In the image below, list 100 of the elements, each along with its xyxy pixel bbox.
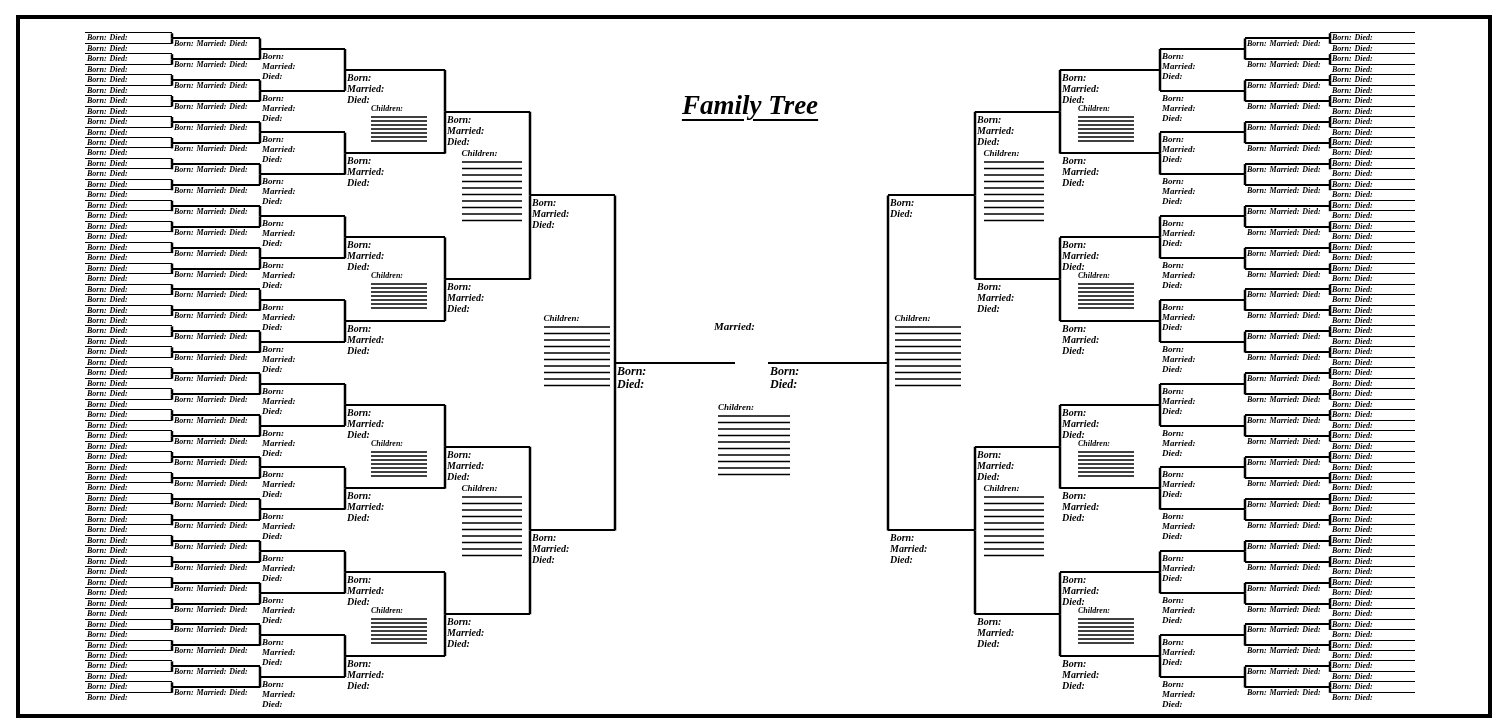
field-label: Born:: [1162, 636, 1185, 647]
bracket-line: [1243, 122, 1247, 133]
field-label: Died:: [109, 170, 128, 179]
field-label: Died:: [1354, 191, 1373, 200]
field-label: Born:: [1332, 191, 1352, 200]
field-label: Died:: [1302, 186, 1321, 195]
field-label: Died:: [229, 500, 248, 509]
bracket-line: [1243, 499, 1247, 510]
field-label: Married:: [1162, 521, 1197, 532]
field-label: Married:: [447, 627, 486, 638]
name-line: [1245, 518, 1330, 530]
field-label: Born:: [617, 364, 648, 378]
name-line: [1330, 325, 1415, 336]
bracket-line: [443, 404, 447, 447]
field-label: Died:: [109, 222, 128, 231]
field-label: Married:: [1269, 668, 1300, 677]
bracket-line: [258, 80, 262, 91]
bracket-line: [170, 263, 174, 269]
field-label: Married:: [1162, 311, 1197, 322]
bracket-line: [528, 195, 532, 280]
name-line: [85, 388, 172, 399]
field-label: Born:: [1247, 668, 1267, 677]
field-label: Born:: [1062, 239, 1088, 251]
name-line: [1245, 476, 1330, 488]
field-label: Born:: [174, 689, 194, 698]
name-line: [85, 492, 172, 503]
bracket-line: [1243, 80, 1247, 91]
name-line: [615, 361, 735, 391]
name-line: [1245, 623, 1330, 635]
field-label: Born:: [347, 574, 373, 586]
field-label: Born:: [1247, 228, 1267, 237]
field-label: Born:: [347, 406, 373, 418]
field-label: Died:: [1354, 515, 1373, 524]
field-label: Died:: [229, 626, 248, 635]
bracket-line: [170, 310, 174, 316]
bracket-line: [170, 577, 174, 583]
name-line: [1330, 503, 1415, 514]
field-label: Married:: [196, 521, 227, 530]
field-label: Died:: [1162, 70, 1184, 81]
field-label: Died:: [109, 672, 128, 681]
field-label: Born:: [532, 197, 558, 209]
field-label: Born:: [262, 134, 285, 145]
field-label: Born:: [87, 526, 107, 535]
bracket-line: [613, 363, 617, 531]
name-line: [85, 534, 172, 545]
name-line: [260, 257, 345, 291]
field-label: Died:: [229, 103, 248, 112]
field-label: Married:: [1162, 563, 1197, 574]
field-label: Died:: [229, 61, 248, 70]
children-label: Children:: [1078, 606, 1110, 617]
field-label: Died:: [229, 417, 248, 426]
field-label: Born:: [262, 50, 285, 61]
field-label: Born:: [87, 44, 107, 53]
bracket-line: [1158, 48, 1162, 70]
field-label: Born:: [1332, 526, 1352, 535]
name-line: [1330, 147, 1415, 158]
field-label: Married:: [1269, 396, 1300, 405]
field-label: Married:: [262, 563, 297, 574]
field-label: Married:: [1162, 228, 1197, 239]
field-label: Born:: [1162, 260, 1185, 271]
field-label: Married:: [196, 144, 227, 153]
bracket-line: [258, 582, 262, 594]
bracket-line: [1158, 467, 1162, 489]
field-label: Married:: [196, 563, 227, 572]
field-label: Born:: [1332, 536, 1352, 545]
field-label: Born:: [87, 631, 107, 640]
name-line: [1330, 419, 1415, 430]
field-label: Died:: [229, 375, 248, 384]
name-line: [1330, 608, 1415, 619]
name-line: [1330, 576, 1415, 587]
bracket-line: [170, 242, 174, 248]
name-line: [1330, 409, 1415, 420]
field-label: Born:: [1162, 134, 1185, 145]
bracket-line: [1328, 556, 1332, 562]
name-line: [1330, 137, 1415, 147]
field-label: Born:: [1162, 427, 1185, 438]
name-line: [260, 550, 345, 584]
field-label: Born:: [347, 322, 373, 334]
bracket-line: [1328, 520, 1332, 526]
field-label: Died:: [1062, 344, 1086, 356]
field-label: Born:: [1247, 521, 1267, 530]
field-label: Died:: [617, 377, 646, 391]
field-label: Born:: [1332, 652, 1352, 660]
field-label: Died:: [109, 107, 128, 116]
name-line: [85, 116, 172, 127]
field-label: Married:: [196, 542, 227, 551]
name-line: [1245, 100, 1330, 112]
field-label: Married:: [1062, 417, 1101, 429]
name-line: [975, 613, 1060, 649]
field-label: Married:: [977, 459, 1016, 471]
field-label: Died:: [109, 557, 128, 566]
field-label: Born:: [347, 657, 373, 669]
bracket-line: [1158, 321, 1162, 343]
field-label: Married:: [262, 437, 297, 448]
field-label: Married:: [347, 166, 386, 178]
field-label: Died:: [1354, 526, 1373, 535]
field-label: Died:: [1302, 479, 1321, 488]
field-label: Died:: [1302, 103, 1321, 112]
bracket-line: [1243, 509, 1247, 521]
bracket-line: [1243, 666, 1247, 678]
